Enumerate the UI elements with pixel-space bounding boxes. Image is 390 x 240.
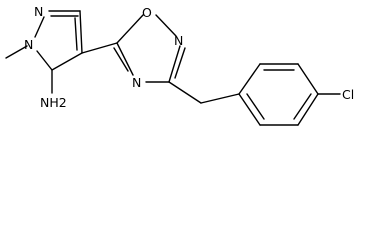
bond-ph-c1-c2	[238, 63, 261, 95]
atom-label-oxadiazole-n2: N	[174, 33, 183, 48]
bond-n2-c3-double	[174, 47, 186, 79]
bond-o-n2	[155, 14, 177, 37]
bond-c4-c3	[79, 10, 83, 54]
bond-c5-o	[116, 14, 144, 44]
bond-n4-c5-double	[113, 47, 129, 72]
bond-n2-n1	[34, 16, 45, 38]
atom-label-pyrazole-n1: N	[24, 37, 33, 52]
bond-ch2-phenyl	[200, 93, 240, 104]
atom-label-oxadiazole-n4: N	[132, 75, 141, 90]
atom-label-pyrazole-n2: N	[34, 4, 43, 19]
bond-ph-c6-c1-double	[246, 93, 265, 120]
bond-ph-c3-c4	[297, 63, 319, 95]
bond-n2-c3	[168, 45, 181, 83]
bond-ph-c4-c5-double	[293, 93, 312, 120]
bond-ph-c6-c1	[238, 93, 261, 126]
structure-drawing: N N NH2 O N N Cl	[5, 4, 354, 126]
bond-ph-c4-c5	[297, 93, 319, 126]
atom-label-amine: NH2	[40, 95, 67, 110]
atom-label-chlorine: Cl	[342, 87, 354, 102]
molecule-diagram: N N NH2 O N N Cl	[5, 4, 354, 126]
bond-n1-c5	[36, 50, 53, 71]
bond-n4-c5	[116, 42, 134, 76]
bond-c3-ch2	[168, 81, 202, 104]
bond-c5-c4	[51, 52, 83, 71]
bond-c4-oxadiazole	[81, 42, 118, 54]
bond-c4-c3-double	[74, 17, 78, 51]
atom-label-oxadiazole-o: O	[142, 5, 152, 20]
bond-n1-methyl	[5, 45, 28, 59]
